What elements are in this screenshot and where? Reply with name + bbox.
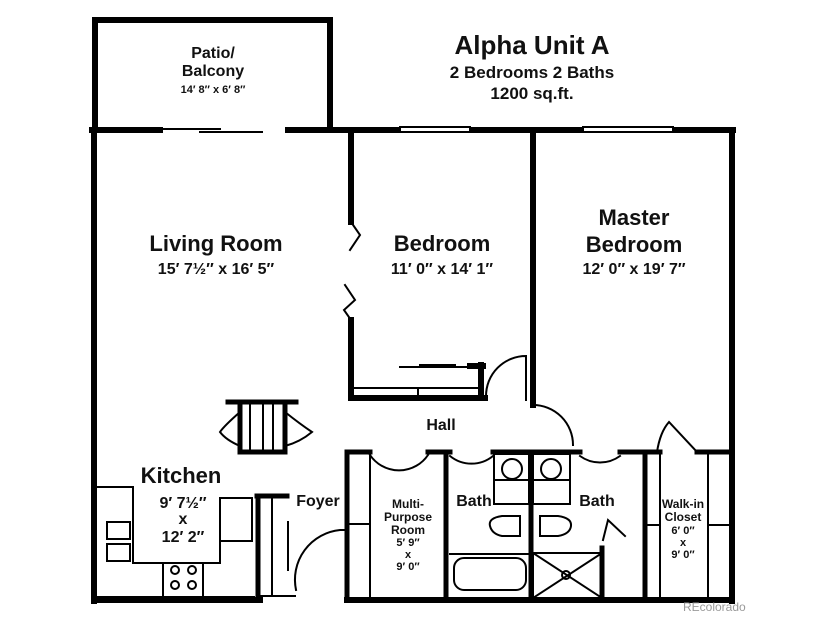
bath-1-label: Bath [456, 493, 492, 510]
closet-dims-x: x [679, 537, 687, 549]
bedroom-dims: 11′ 0″ x 14′ 1″ [390, 261, 494, 278]
patio-label-2: Balcony [181, 63, 245, 80]
kitchen-counters [95, 486, 255, 599]
closet-dims-2: 9′ 0″ [671, 549, 695, 561]
kitchen-dims-2: 12′ 2″ [161, 529, 205, 546]
living-room-dims: 15′ 7½″ x 16′ 5″ [157, 261, 275, 278]
fireplace [225, 399, 299, 455]
bath-2-label: Bath [579, 493, 615, 510]
master-bedroom-label-2: Bedroom [585, 232, 683, 257]
watermark: REcolorado [683, 600, 746, 614]
plan-subtitle: 2 Bedrooms 2 Baths [449, 63, 615, 82]
kitchen-label: Kitchen [140, 463, 222, 488]
kitchen-dims-1: 9′ 7½″ [159, 495, 207, 512]
multipurpose-dims-2: 9′ 0″ [396, 561, 420, 573]
master-bedroom-dims: 12′ 0″ x 19′ 7″ [582, 261, 686, 278]
hall-label: Hall [426, 417, 456, 434]
living-room-label: Living Room [149, 231, 283, 256]
plan-title: Alpha Unit A [454, 30, 610, 60]
patio-walls [92, 17, 333, 131]
multipurpose-walls [344, 449, 453, 603]
plan-area: 1200 sq.ft. [490, 84, 574, 103]
multipurpose-label-1: Multi- [392, 497, 424, 511]
kitchen-dims-x: x [178, 511, 188, 528]
patio-label-1: Patio/ [191, 45, 235, 62]
closet-label-1: Walk-in [661, 497, 705, 511]
multipurpose-label-3: Room [391, 523, 425, 537]
closet-label-2: Closet [664, 510, 702, 524]
multipurpose-dims-1: 5′ 9″ [396, 537, 420, 549]
foyer-walls [254, 449, 350, 603]
master-bedroom-label-1: Master [598, 205, 670, 230]
multipurpose-dims-x: x [404, 549, 412, 561]
stove-burners [170, 565, 197, 590]
multipurpose-label-2: Purpose [383, 510, 433, 524]
foyer-label: Foyer [296, 493, 340, 510]
windows [159, 126, 674, 133]
patio-dims: 14′ 8″ x 6′ 8″ [180, 84, 246, 96]
closet-dims-1: 6′ 0″ [671, 525, 695, 537]
bedroom-label: Bedroom [393, 231, 491, 256]
